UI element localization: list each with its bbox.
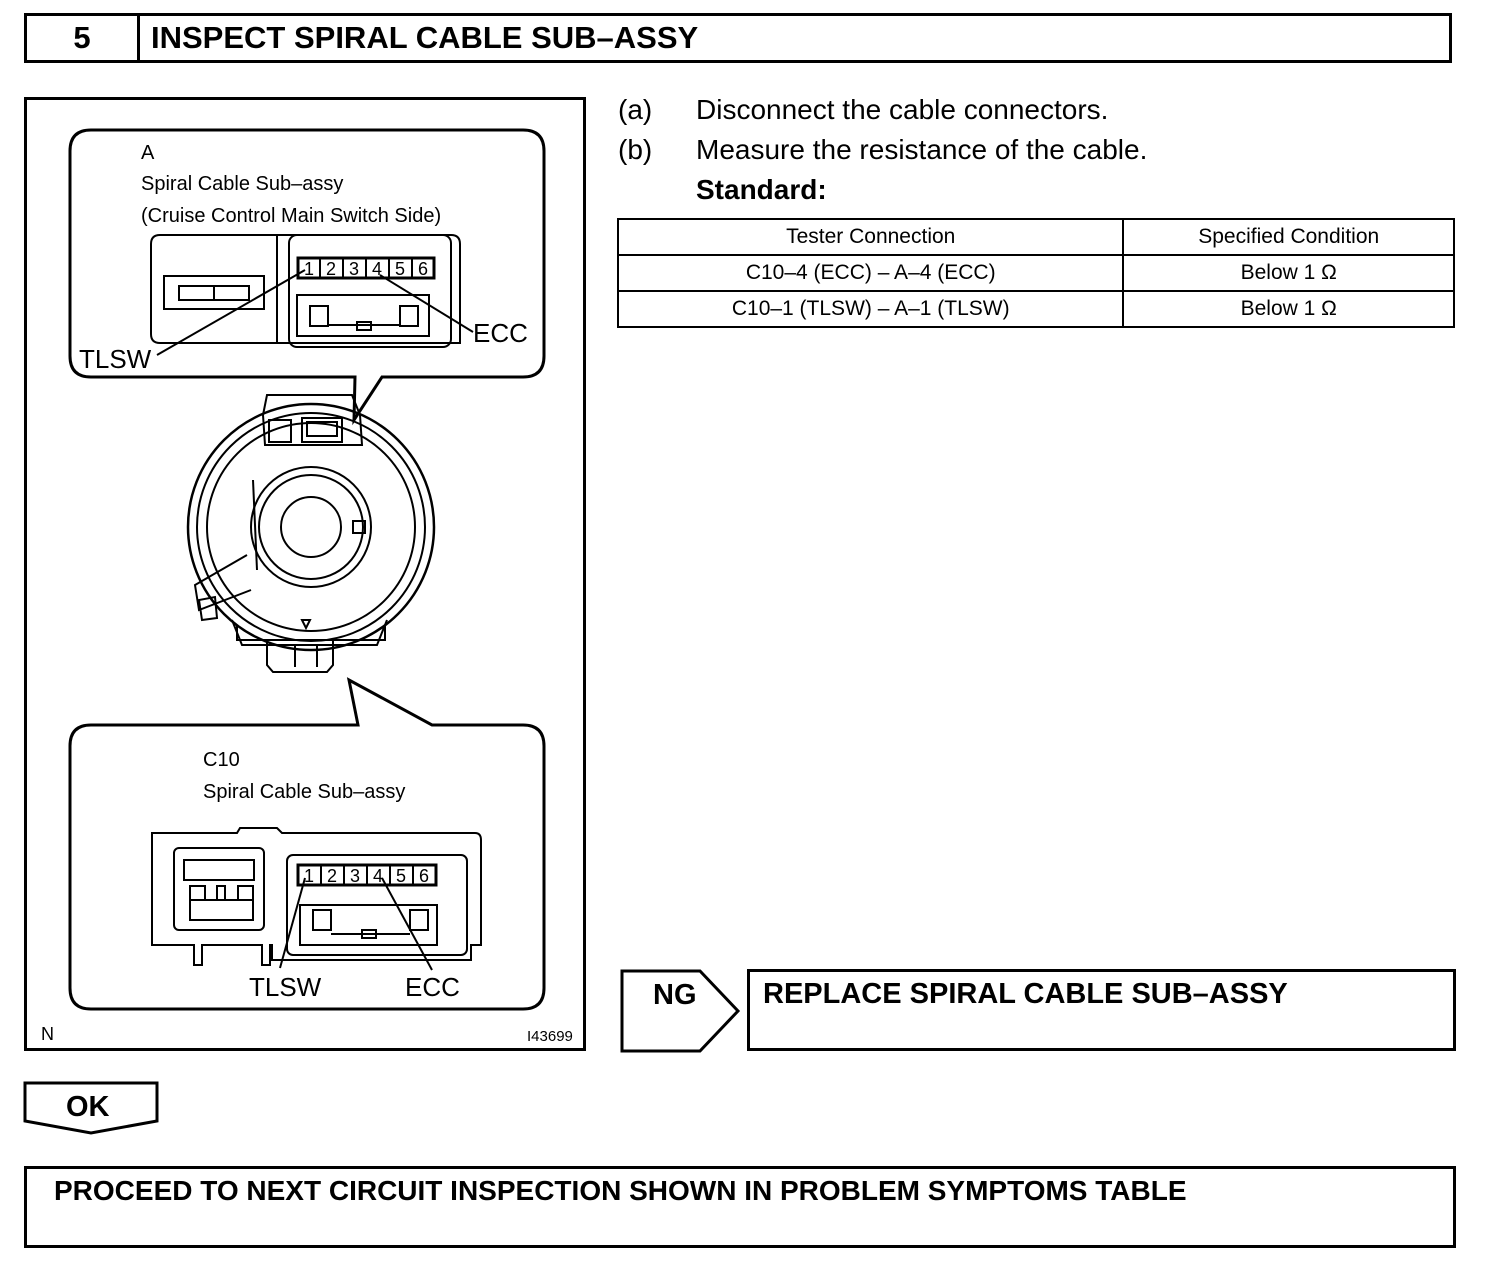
ng-action-text: REPLACE SPIRAL CABLE SUB–ASSY <box>763 978 1288 1010</box>
orientation-mark: N <box>41 1024 54 1044</box>
connector-a-tlsw-label: TLSW <box>79 344 152 374</box>
pin-c10-1: 1 <box>304 866 314 886</box>
table-cell-condition: Below 1 Ω <box>1122 254 1455 292</box>
connector-a-ecc-label: ECC <box>473 318 528 348</box>
connector-figure: 1 2 3 4 5 6 1 2 3 4 5 6 A Spiral Cable S… <box>24 97 586 1051</box>
pin-c10-6: 6 <box>419 866 429 886</box>
instruction-a-label: (a) <box>618 94 653 125</box>
ng-arrow-box <box>620 969 741 1053</box>
step-header: 5 INSPECT SPIRAL CABLE SUB–ASSY <box>24 13 1452 63</box>
callout-a-bubble <box>68 128 546 426</box>
illustration-id: I43699 <box>527 1028 573 1045</box>
table-cell-tester: C10–4 (ECC) – A–4 (ECC) <box>616 254 1125 292</box>
connector-a-housing <box>150 234 278 344</box>
ok-action-text: PROCEED TO NEXT CIRCUIT INSPECTION SHOWN… <box>54 1175 1187 1206</box>
pin-a-1: 1 <box>304 259 314 279</box>
callout-c10-bubble <box>68 677 546 1011</box>
pin-a-3: 3 <box>349 259 359 279</box>
connector-c10-ecc-label: ECC <box>405 972 460 1002</box>
table-header-row: Tester Connection Specified Condition <box>616 218 1455 256</box>
pin-c10-2: 2 <box>327 866 337 886</box>
connector-c10-housing <box>151 827 482 966</box>
step-title: INSPECT SPIRAL CABLE SUB–ASSY <box>151 20 699 55</box>
spiral-cable-body <box>186 394 436 673</box>
connector-a-id: A <box>141 142 155 164</box>
connector-c10-tlsw-label: TLSW <box>249 972 322 1002</box>
pin-c10-4: 4 <box>373 866 383 886</box>
instruction-a-text: Disconnect the cable connectors. <box>696 94 1109 125</box>
spiral-cable-illustration: 1 2 3 4 5 6 1 2 3 4 5 6 <box>68 128 546 1011</box>
table-cell-condition: Below 1 Ω <box>1122 290 1455 328</box>
pin-a-2: 2 <box>326 259 336 279</box>
pin-c10-3: 3 <box>350 866 360 886</box>
connector-c10-pins <box>296 863 438 887</box>
table-cell-tester: C10–1 (TLSW) – A–1 (TLSW) <box>616 290 1125 328</box>
connector-c10-name: Spiral Cable Sub–assy <box>203 781 406 803</box>
spec-table: Tester Connection Specified Condition C1… <box>616 218 1455 328</box>
ng-label: NG <box>653 979 697 1011</box>
ok-arrow-box <box>23 1081 159 1135</box>
ok-label: OK <box>66 1091 110 1123</box>
pin-a-5: 5 <box>395 259 405 279</box>
connector-a-pins <box>296 256 436 280</box>
standard-label: Standard: <box>696 174 827 205</box>
ng-action-box <box>747 969 1456 1051</box>
ok-action-box <box>24 1166 1456 1248</box>
table-row: C10–4 (ECC) – A–4 (ECC) Below 1 Ω <box>616 254 1455 292</box>
instruction-b-text: Measure the resistance of the cable. <box>696 134 1148 165</box>
pin-a-6: 6 <box>418 259 428 279</box>
connector-a-side: (Cruise Control Main Switch Side) <box>141 205 442 227</box>
table-header-condition: Specified Condition <box>1122 218 1455 256</box>
pin-a-4: 4 <box>372 259 382 279</box>
table-header-tester: Tester Connection <box>616 218 1125 256</box>
table-row: C10–1 (TLSW) – A–1 (TLSW) Below 1 Ω <box>616 290 1455 328</box>
instruction-b-label: (b) <box>618 134 653 165</box>
step-number: 5 <box>27 16 140 60</box>
connector-c10-id: C10 <box>203 749 240 771</box>
connector-a-name: Spiral Cable Sub–assy <box>141 173 344 195</box>
pin-c10-5: 5 <box>396 866 406 886</box>
